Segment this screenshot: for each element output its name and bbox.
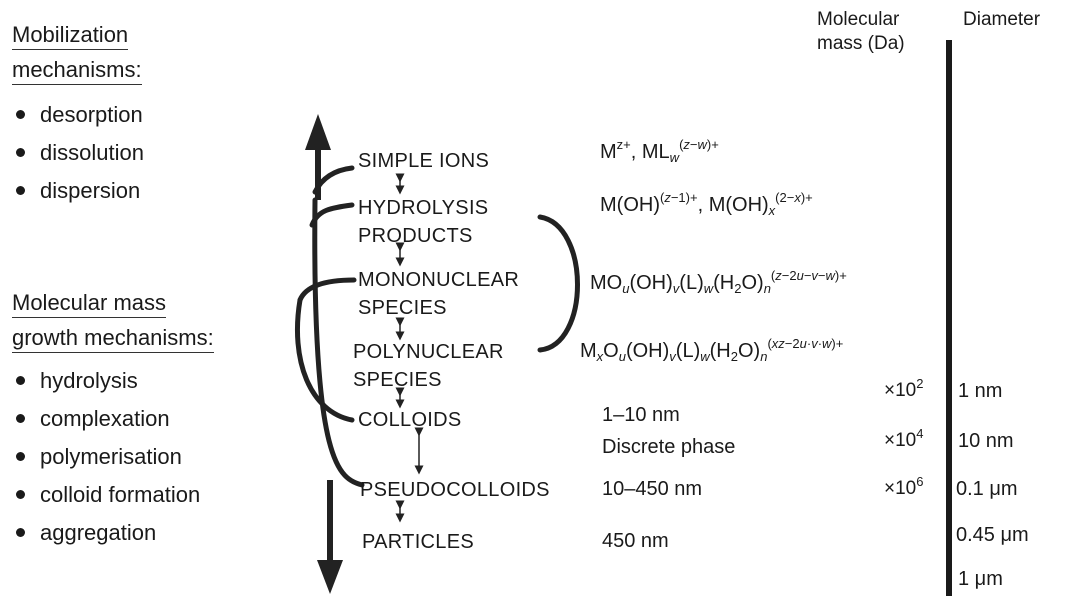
connector-curves <box>294 165 580 488</box>
bullet-icon <box>16 186 25 196</box>
growth-list: hydrolysis complexation polymerisation c… <box>12 362 200 552</box>
bullet-icon <box>16 528 25 538</box>
list-item: colloid formation <box>12 476 200 514</box>
formula-mononuclear: MOu(OH)v(L)w(H2O)n(z−2u−v−w)+ <box>590 268 847 296</box>
formula-polynuclear: MxOu(OH)v(L)w(H2O)n(xz−2u·v·w)+ <box>580 336 844 364</box>
particles-size: 450 nm <box>602 530 669 552</box>
species-particles: PARTICLES <box>362 531 474 553</box>
species-simple-ions: SIMPLE IONS <box>358 150 490 172</box>
list-item: complexation <box>12 400 200 438</box>
bullet-icon <box>16 376 25 386</box>
mass-scale-1: ×102 <box>884 376 924 401</box>
growth-title: Molecular mass growth mechanisms: <box>12 288 214 353</box>
curve-mononuclear <box>297 277 357 303</box>
mass-scale-2: ×104 <box>884 426 924 451</box>
diameter-10nm: 10 nm <box>958 430 1014 452</box>
colloids-size: 1–10 nm <box>602 404 680 426</box>
species-pseudocolloids: PSEUDOCOLLOIDS <box>360 479 550 501</box>
species-colloids: COLLOIDS <box>358 409 462 431</box>
bullet-icon <box>16 452 25 462</box>
list-item: dispersion <box>12 172 144 210</box>
bullet-icon <box>16 414 25 424</box>
list-item: aggregation <box>12 514 200 552</box>
list-item: hydrolysis <box>12 362 200 400</box>
bullet-icon <box>16 110 25 120</box>
species-hydrolysis-line-1: HYDROLYSIS <box>358 197 489 219</box>
pseudocolloids-size: 10–450 nm <box>602 478 703 500</box>
growth-title-line-2: growth mechanisms: <box>12 324 214 353</box>
molecular-mass-header: Molecular mass (Da) <box>817 9 905 54</box>
list-item: dissolution <box>12 134 144 172</box>
diameter-1um: 1 μm <box>958 568 1003 590</box>
formula-hydrolysis: M(OH)(z−1)+, M(OH)x(2−x)+ <box>600 190 813 218</box>
diameter-header: Diameter <box>963 9 1041 30</box>
diameter-0-45um: 0.45 μm <box>956 524 1029 546</box>
species-hydrolysis-line-2: PRODUCTS <box>358 225 473 247</box>
small-double-arrows <box>395 173 424 523</box>
up-arrow-icon <box>305 114 331 200</box>
bullet-icon <box>16 490 25 500</box>
species-polynuclear-line-2: SPECIES <box>353 369 442 391</box>
curve-colloids <box>294 297 355 423</box>
curve-hydrolysis <box>309 202 355 228</box>
diameter-0-1um: 0.1 μm <box>956 478 1018 500</box>
down-arrow-icon <box>317 480 343 594</box>
discrete-phase: Discrete phase <box>602 436 736 458</box>
mass-scale-3: ×106 <box>884 474 924 499</box>
curve-simple-ions <box>312 165 355 195</box>
list-item: polymerisation <box>12 438 200 476</box>
scale-bar <box>946 40 952 596</box>
species-mononuclear-line-2: SPECIES <box>358 297 447 319</box>
curve-bracket <box>537 214 580 353</box>
formula-simple-ions: Mz+, MLw(z−w)+ <box>600 137 719 165</box>
bullet-icon <box>16 148 25 158</box>
mobilization-title: Mobilization mechanisms: <box>12 20 142 85</box>
mobilization-list: desorption dissolution dispersion <box>12 96 144 210</box>
list-item: desorption <box>12 96 144 134</box>
species-polynuclear-line-1: POLYNUCLEAR <box>353 341 504 363</box>
diameter-1nm: 1 nm <box>958 380 1003 402</box>
species-mononuclear-line-1: MONONUCLEAR <box>358 269 520 291</box>
curve-pseudocolloids <box>312 197 365 488</box>
mobilization-title-line-2: mechanisms: <box>12 56 142 85</box>
